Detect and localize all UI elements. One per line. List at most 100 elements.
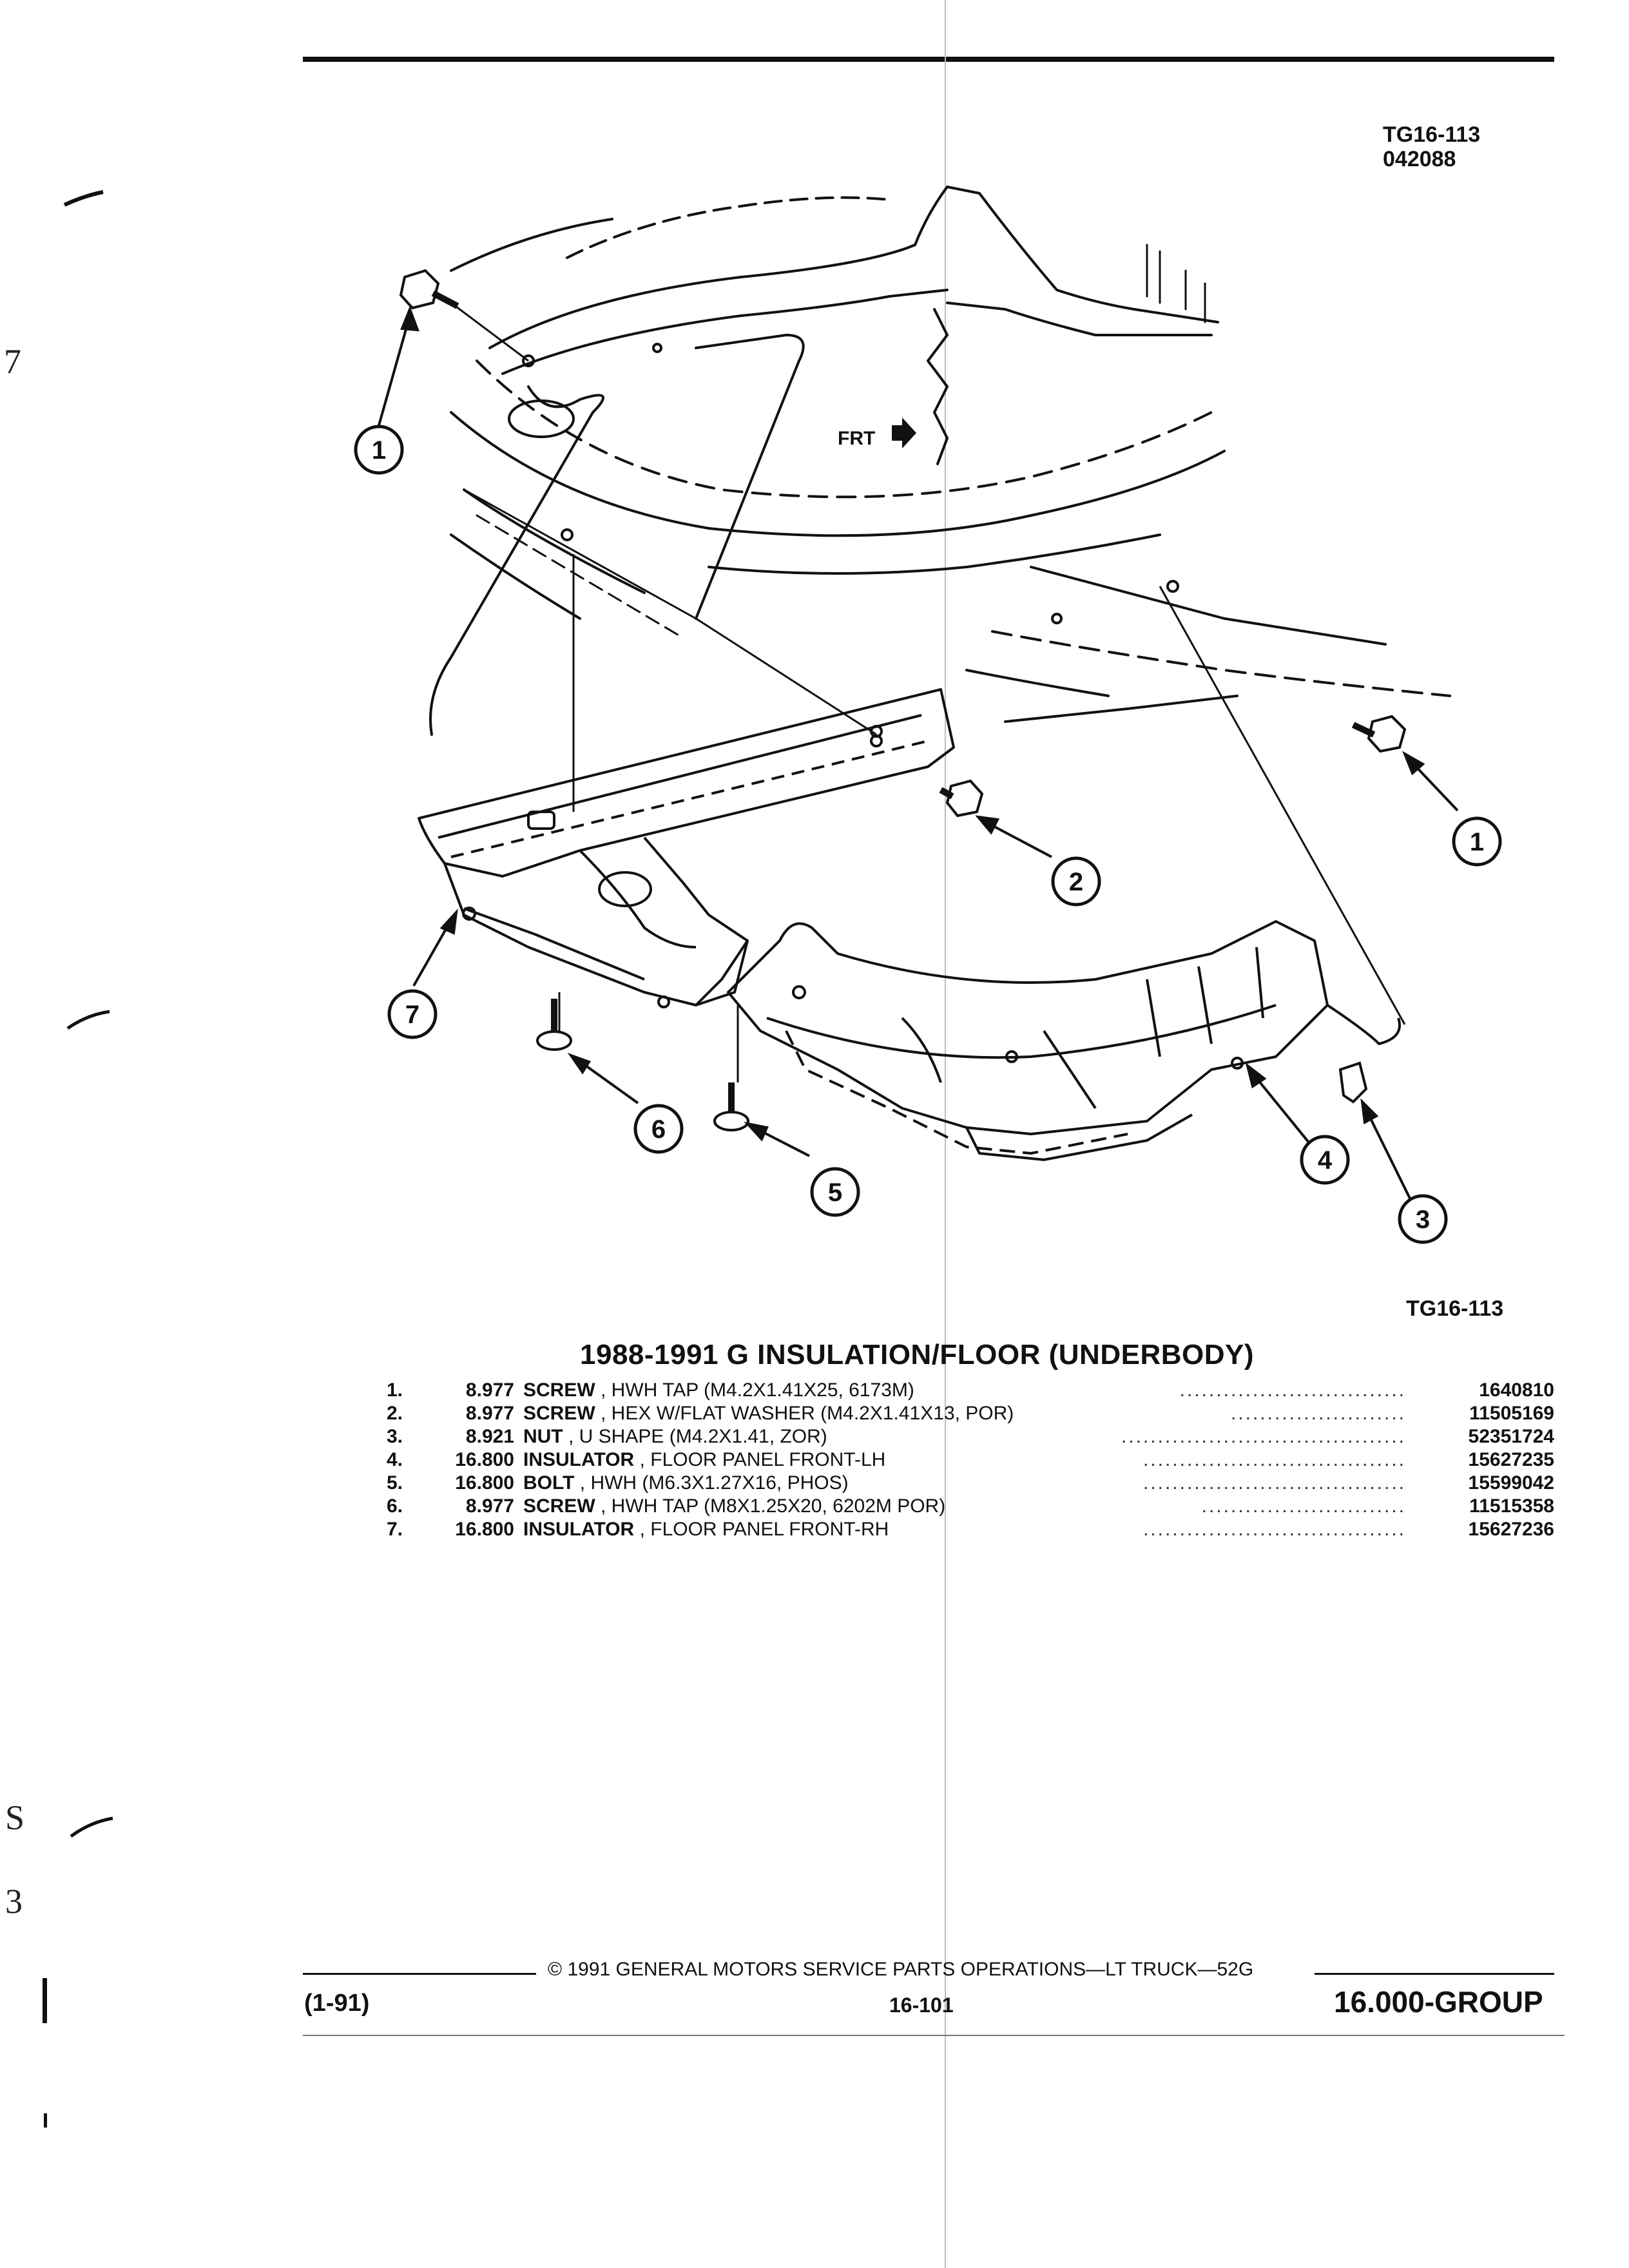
part-description: BOLT , HWH (M6.3X1.27X16, PHOS): [523, 1472, 849, 1495]
leader-dots: ........................: [1230, 1403, 1406, 1424]
callout-circles: [354, 425, 1502, 1244]
footer-rule-left: [303, 1973, 536, 1975]
leader-dots: ....................................: [1142, 1449, 1406, 1470]
group-number: 16.800: [455, 1449, 514, 1470]
copyright-line: © 1991 GENERAL MOTORS SERVICE PARTS OPER…: [548, 1959, 1254, 1980]
margin-mark-7: 7: [4, 342, 21, 381]
margin-mark-3: 3: [5, 1882, 23, 1921]
parts-row: 6. 8.977 SCREW , HWH TAP (M8X1.25X20, 62…: [387, 1495, 1554, 1518]
part-number: 15599042: [1468, 1472, 1554, 1494]
leader-dots: ....................................: [1142, 1472, 1406, 1494]
leader-dots: ............................: [1201, 1495, 1406, 1517]
group-number: 8.921: [465, 1426, 514, 1447]
front-label: FRT: [838, 428, 875, 449]
callout-4: [1300, 1135, 1350, 1185]
part-spec: , HWH (M6.3X1.27X16, PHOS): [579, 1472, 849, 1494]
margin-strokes: [43, 190, 113, 2128]
part-number: 11505169: [1469, 1403, 1554, 1424]
part-description: SCREW , HWH TAP (M4.2X1.41X25, 6173M): [523, 1379, 914, 1402]
revision-date: (1-91): [304, 1990, 370, 2017]
callout-2: [1051, 856, 1101, 907]
item-number: 1.: [387, 1379, 403, 1401]
callout-label: 5: [828, 1178, 842, 1207]
part-description: SCREW , HWH TAP (M8X1.25X20, 6202M POR): [523, 1495, 945, 1518]
part-name: SCREW: [523, 1403, 595, 1424]
part-spec: , FLOOR PANEL FRONT-LH: [639, 1449, 886, 1470]
insulator-front-lh: [727, 920, 1401, 1161]
callout-label: 3: [1416, 1206, 1430, 1234]
drawing-code: TG16-113: [1383, 122, 1481, 147]
leader-dots: .......................................: [1121, 1426, 1406, 1447]
item-number: 2.: [387, 1403, 403, 1424]
part-number: 15627235: [1468, 1449, 1554, 1470]
callout-3: [1398, 1194, 1448, 1244]
callout-label: 1: [1470, 828, 1484, 856]
group-number: 16.800: [455, 1472, 514, 1494]
part-name: SCREW: [523, 1495, 595, 1517]
part-name: BOLT: [523, 1472, 575, 1494]
underbody-floor-pan: [429, 186, 1451, 747]
u-nut-icon: [1338, 1061, 1368, 1104]
part-spec: , HWH TAP (M8X1.25X20, 6202M POR): [601, 1495, 946, 1517]
screw-icon: [939, 779, 984, 818]
parts-row: 7. 16.800 INSULATOR , FLOOR PANEL FRONT-…: [387, 1518, 1554, 1541]
group-number: 8.977: [465, 1495, 514, 1517]
item-number: 4.: [387, 1449, 403, 1470]
part-number: 52351724: [1468, 1426, 1554, 1447]
callout-label: 2: [1069, 868, 1083, 896]
part-number: 11515358: [1469, 1495, 1554, 1517]
part-name: SCREW: [523, 1379, 595, 1401]
top-rule: [303, 57, 1554, 62]
leader-dots: ...............................: [1179, 1379, 1406, 1401]
callout-label: 4: [1318, 1146, 1333, 1175]
part-description: INSULATOR , FLOOR PANEL FRONT-LH: [523, 1448, 885, 1472]
callout-5: [810, 1167, 860, 1217]
item-number: 7.: [387, 1519, 403, 1540]
bottom-scan-line: [303, 2035, 1565, 2036]
scan-fold-line: [945, 0, 946, 2268]
insulator-front-rh: [418, 688, 955, 1008]
drawing-code-bottom: TG16-113: [1406, 1296, 1504, 1321]
leader-dots: ....................................: [1142, 1519, 1406, 1540]
fasteners: [399, 269, 1407, 1131]
item-number: 6.: [387, 1495, 403, 1517]
item-number: 3.: [387, 1426, 403, 1447]
item-number: 5.: [387, 1472, 403, 1494]
drawing-date-code: 042088: [1383, 147, 1456, 171]
margin-mark-s: S: [5, 1798, 25, 1837]
part-name: INSULATOR: [523, 1519, 635, 1540]
part-number: 1640810: [1479, 1379, 1554, 1401]
front-arrow-icon: [892, 418, 916, 448]
screw-icon: [536, 999, 572, 1051]
part-spec: , HEX W/FLAT WASHER (M4.2X1.41X13, POR): [601, 1403, 1014, 1424]
group-number: 8.977: [465, 1379, 514, 1401]
section-title: 1988-1991 G INSULATION/FLOOR (UNDERBODY): [580, 1339, 1255, 1370]
exploded-view-diagram: FRT 1 1 2 3 4 5 6 7: [354, 186, 1502, 1244]
part-description: INSULATOR , FLOOR PANEL FRONT-RH: [523, 1518, 889, 1541]
parts-row: 1. 8.977 SCREW , HWH TAP (M4.2X1.41X25, …: [387, 1379, 1554, 1402]
callout-arrows: [378, 305, 1459, 1199]
part-description: NUT , U SHAPE (M4.2X1.41, ZOR): [523, 1425, 827, 1448]
parts-row: 4. 16.800 INSULATOR , FLOOR PANEL FRONT-…: [387, 1448, 1554, 1472]
group-label: 16.000-GROUP: [1334, 1985, 1543, 2019]
callout-label: 1: [372, 436, 386, 465]
parts-row: 2. 8.977 SCREW , HEX W/FLAT WASHER (M4.2…: [387, 1402, 1554, 1425]
parts-row: 3. 8.921 NUT , U SHAPE (M4.2X1.41, ZOR) …: [387, 1425, 1554, 1448]
group-number: 16.800: [455, 1519, 514, 1540]
part-spec: , U SHAPE (M4.2X1.41, ZOR): [568, 1426, 827, 1447]
callout-1-left: [354, 425, 404, 475]
leader-lines: [450, 302, 1406, 1082]
part-name: NUT: [523, 1426, 563, 1447]
part-description: SCREW , HEX W/FLAT WASHER (M4.2X1.41X13,…: [523, 1402, 1014, 1425]
parts-row: 5. 16.800 BOLT , HWH (M6.3X1.27X16, PHOS…: [387, 1472, 1554, 1495]
footer-rule-right: [1315, 1973, 1554, 1975]
callout-label: 7: [405, 1001, 419, 1029]
callout-1-right: [1452, 816, 1502, 867]
parts-list: 1. 8.977 SCREW , HWH TAP (M4.2X1.41X25, …: [387, 1379, 1554, 1541]
part-spec: , HWH TAP (M4.2X1.41X25, 6173M): [601, 1379, 914, 1401]
callout-7: [387, 989, 438, 1039]
callout-label: 6: [651, 1115, 666, 1144]
screw-icon: [1351, 715, 1407, 753]
part-number: 15627236: [1468, 1519, 1554, 1540]
bolt-icon: [713, 1082, 749, 1131]
